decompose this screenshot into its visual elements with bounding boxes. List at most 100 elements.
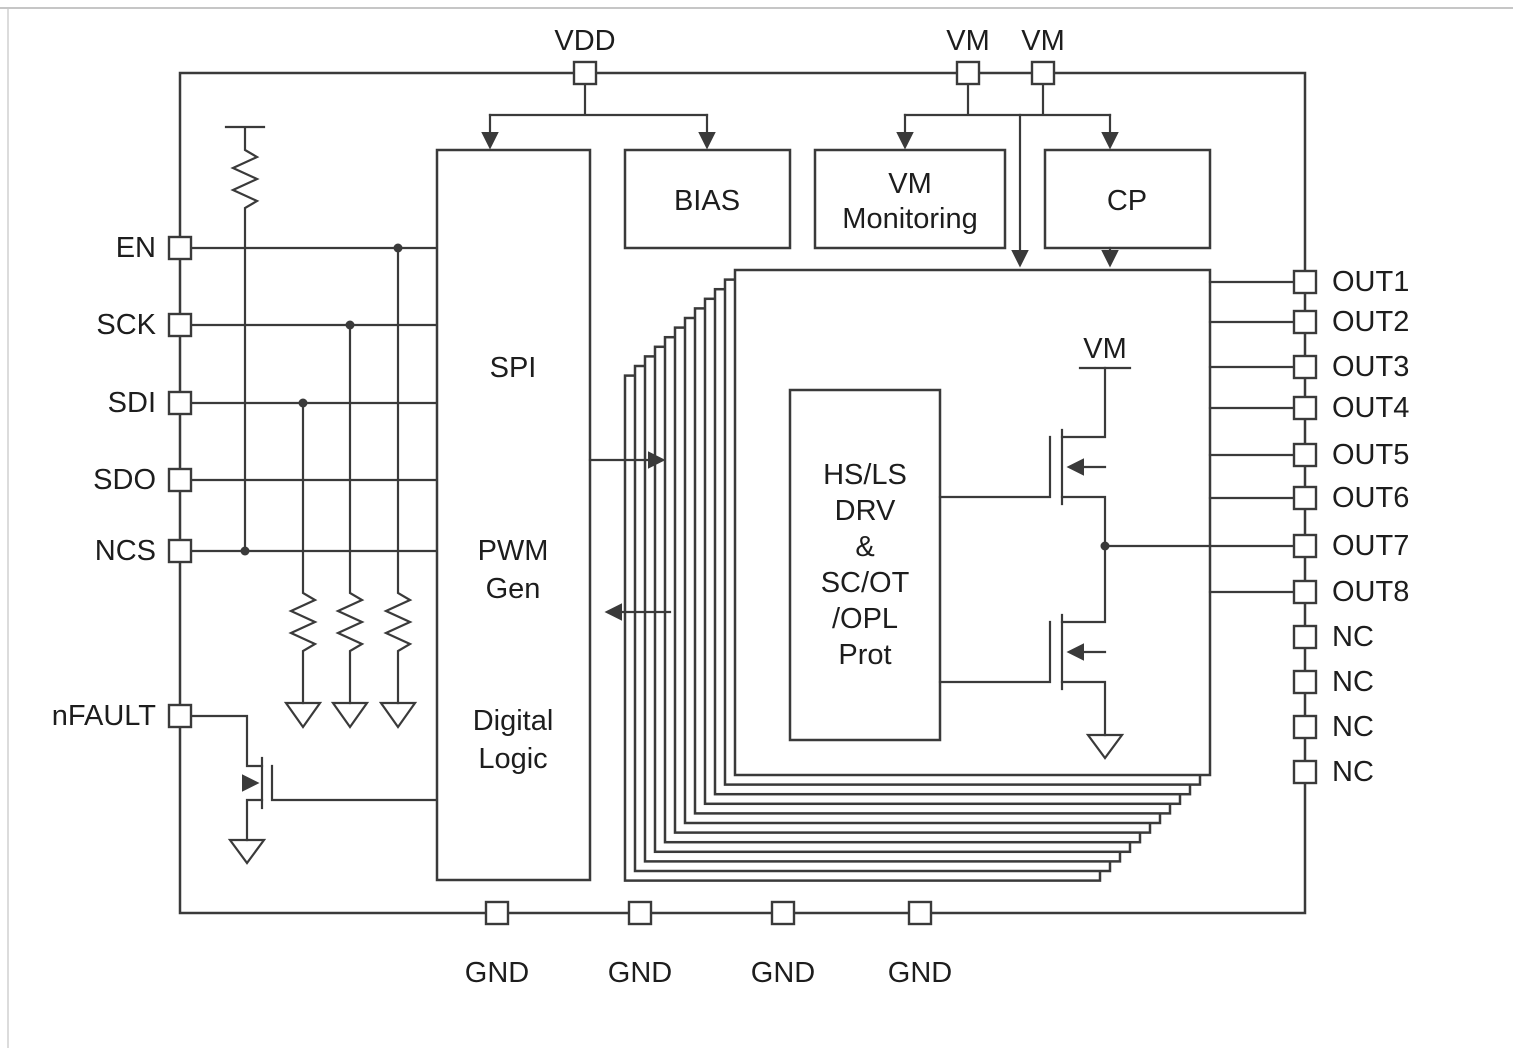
cp-block-box (1043, 148, 1212, 250)
pin-nfault (167, 703, 193, 729)
hsls-label-line4: SC/OT (821, 567, 910, 599)
pin-out5 (1292, 442, 1318, 468)
pin-ncs (167, 538, 193, 564)
junction-dot (393, 243, 403, 253)
vm-monitoring-label-line2: Monitoring (842, 203, 977, 235)
pin-label-out6: OUT6 (1332, 482, 1409, 514)
pin-label-out1: OUT1 (1332, 266, 1409, 298)
pin-label-gnd-1: GND (465, 957, 529, 989)
pin-label-gnd-2: GND (608, 957, 672, 989)
pin-label-vdd: VDD (554, 25, 615, 57)
junction-dot (240, 546, 250, 556)
driver-vm-label: VM (1083, 333, 1127, 365)
vm-monitoring-block: VM Monitoring (813, 148, 1007, 250)
ground-icon (378, 701, 418, 729)
pulldown-resistor-sck (335, 323, 365, 705)
pin-out3 (1292, 354, 1318, 380)
bottom-pins: GND GND GND GND (465, 900, 952, 989)
pin-label-out4: OUT4 (1332, 392, 1409, 424)
pin-label-nfault: nFAULT (52, 700, 157, 732)
pin-sdi (167, 390, 193, 416)
bias-label: BIAS (674, 185, 740, 217)
ground-icon (330, 701, 370, 729)
pin-gnd-1 (484, 900, 510, 926)
pin-gnd-2 (627, 900, 653, 926)
pullup-resistor (224, 125, 266, 553)
cp-label: CP (1107, 185, 1147, 217)
pin-gnd-3 (770, 900, 796, 926)
pin-label-sdo: SDO (93, 464, 156, 496)
pin-label-out7: OUT7 (1332, 530, 1409, 562)
driver-internals: HS/LS DRV & SC/OT /OPL Prot VM (788, 333, 1132, 760)
bias-block: BIAS (623, 148, 792, 250)
nfault-circuit (189, 714, 439, 865)
pin-out1 (1292, 269, 1318, 295)
pin-out4 (1292, 395, 1318, 421)
pin-label-ncs: NCS (95, 535, 156, 567)
ground-icon (227, 838, 267, 865)
pulldown-resistor-en (383, 246, 413, 705)
pulldown-resistor-sdi (288, 401, 318, 705)
nfault-wire (189, 714, 264, 768)
vm-rail (903, 82, 1112, 117)
pin-gnd-4 (907, 900, 933, 926)
pin-out6 (1292, 485, 1318, 511)
pin-label-nc-1: NC (1332, 621, 1374, 653)
pin-vdd (572, 60, 598, 86)
pin-label-out5: OUT5 (1332, 439, 1409, 471)
pin-en (167, 235, 193, 261)
output-lines (1103, 280, 1296, 594)
pin-label-nc-3: NC (1332, 711, 1374, 743)
pin-label-out2: OUT2 (1332, 306, 1409, 338)
hsls-label-line5: /OPL (832, 603, 898, 635)
hsls-label-line2: DRV (835, 495, 896, 527)
top-pins: VDD VM VM (554, 25, 1065, 86)
pin-nc-3 (1292, 714, 1318, 740)
pin-sdo (167, 467, 193, 493)
pin-label-gnd-4: GND (888, 957, 952, 989)
pwm-label-line2: Gen (486, 573, 541, 605)
digital-logic-label-line1: Digital (473, 705, 554, 737)
ground-icon (1085, 733, 1125, 760)
ground-icon (283, 701, 323, 729)
pin-sck (167, 312, 193, 338)
nfault-mosfet-gate (270, 764, 439, 802)
pin-out8 (1292, 579, 1318, 605)
pin-vm-2 (1030, 60, 1056, 86)
pin-label-gnd-3: GND (751, 957, 815, 989)
ls-mosfet-gate (938, 620, 1052, 684)
pin-label-sdi: SDI (108, 387, 156, 419)
digital-logic-label-line2: Logic (478, 743, 547, 775)
vm-monitoring-box (813, 148, 1007, 250)
hsls-drv-prot-box (788, 388, 942, 742)
pin-label-vm-1: VM (946, 25, 990, 57)
control-arrows (588, 451, 672, 621)
pin-nc-1 (1292, 624, 1318, 650)
pin-out2 (1292, 309, 1318, 335)
pin-label-nc-4: NC (1332, 756, 1374, 788)
power-nets (481, 82, 1119, 268)
pin-label-sck: SCK (96, 309, 156, 341)
hs-mosfet-gate (938, 435, 1052, 499)
vdd-rail (488, 82, 709, 117)
ls-mosfet-drain-source (1060, 544, 1107, 737)
pin-out7 (1292, 533, 1318, 559)
spi-block-box (435, 148, 592, 882)
spi-pwm-logic-block: SPI PWM Gen Digital Logic (435, 148, 592, 882)
nfault-mosfet-source (245, 798, 264, 842)
cp-block: CP (1043, 148, 1212, 250)
page-border (0, 7, 1513, 1048)
vm-monitoring-label-line1: VM (888, 168, 932, 200)
pin-nc-4 (1292, 759, 1318, 785)
hsls-label-line3: & (855, 531, 874, 563)
left-pins: EN SCK SDI SDO NCS nFAULT (52, 232, 193, 732)
bias-block-box (623, 148, 792, 250)
spi-label: SPI (490, 352, 537, 384)
left-wiring (189, 125, 439, 729)
hsls-label-line6: Prot (838, 639, 891, 671)
pin-label-out8: OUT8 (1332, 576, 1409, 608)
right-pins: OUT1 OUT2 OUT3 OUT4 OUT5 OUT6 OUT7 OUT8 … (1292, 266, 1409, 788)
junction-dot (298, 398, 308, 408)
